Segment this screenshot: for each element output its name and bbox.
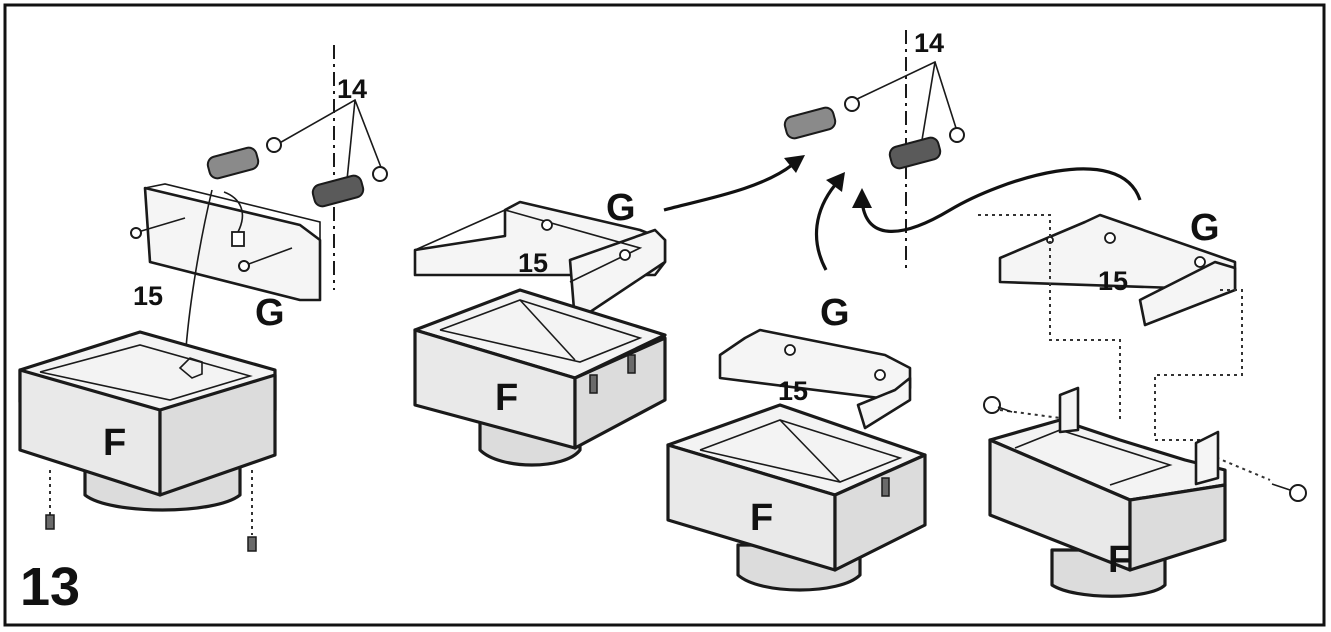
screw-icon <box>1271 483 1307 502</box>
screw-icon <box>983 396 1013 414</box>
direction-arrows <box>663 155 1142 271</box>
mounting-bracket-g <box>718 328 912 430</box>
label-duct-part: F <box>750 497 773 539</box>
panel-wall-plugs: 14 <box>783 28 965 270</box>
label-bracket: G <box>255 292 285 334</box>
label-bracket: G <box>606 187 636 229</box>
label-screws: 15 <box>518 248 548 278</box>
label-screws: 15 <box>778 376 808 406</box>
mounting-bracket-g <box>413 200 667 324</box>
label-screws: 15 <box>1098 266 1128 296</box>
label-bracket: G <box>1190 207 1220 249</box>
duct-part-f <box>413 288 667 467</box>
label-bracket: G <box>820 292 850 334</box>
panel-step-1: 14 15 G F <box>18 45 388 552</box>
screw-icon <box>238 247 293 272</box>
mounting-bracket-g <box>143 183 322 302</box>
figure-number: 13 <box>20 557 80 617</box>
label-duct-part: F <box>103 422 126 464</box>
screw-icon <box>627 354 636 374</box>
screw-icon <box>130 217 186 239</box>
screw-icon <box>881 477 890 497</box>
duct-part-f <box>666 403 927 592</box>
duct-part-f <box>988 386 1227 598</box>
label-plugs: 14 <box>914 28 944 58</box>
mounting-bracket-g <box>998 213 1237 327</box>
wall-plug-icon <box>783 96 860 140</box>
wall-plug-icon <box>311 166 388 208</box>
screw-icon <box>45 514 55 530</box>
panel-step-4: 15 G F <box>978 207 1307 598</box>
panel-step-3: 15 G F <box>666 292 927 592</box>
duct-part-f <box>18 330 277 512</box>
panel-step-2: 15 G F <box>413 187 667 467</box>
label-screws: 15 <box>133 281 163 311</box>
wall-plug-icon <box>888 127 965 170</box>
screw-icon <box>247 536 257 552</box>
label-plugs: 14 <box>337 74 367 104</box>
wall-plug-icon <box>206 137 282 180</box>
label-duct-part: F <box>495 377 518 419</box>
screw-icon <box>589 374 598 394</box>
label-duct-part: F <box>1108 539 1131 581</box>
